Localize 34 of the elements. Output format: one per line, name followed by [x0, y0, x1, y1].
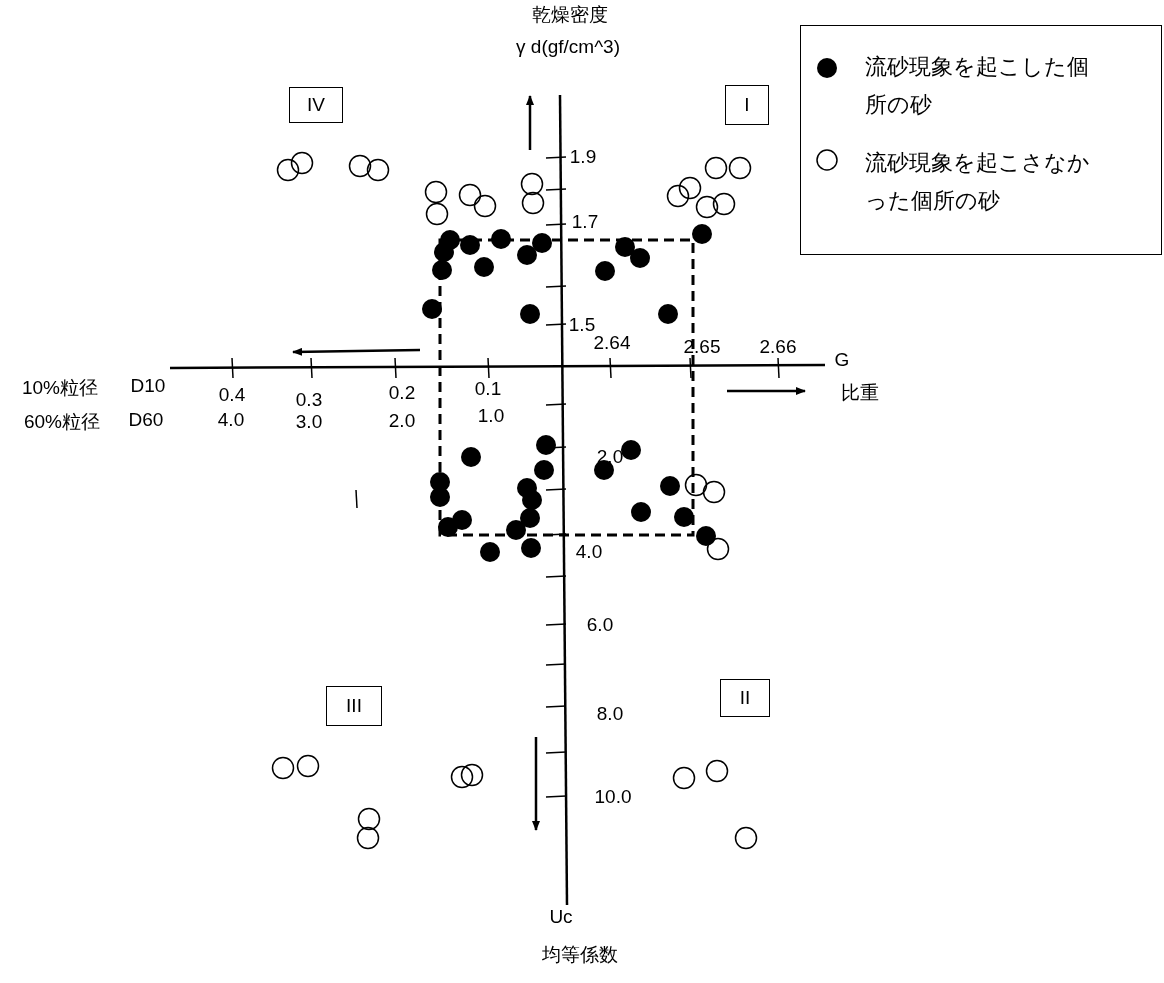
axis-label: 0.3: [295, 389, 323, 411]
axis-label: 3.0: [295, 411, 323, 433]
axis-label: G: [834, 349, 850, 371]
legend-text: 流砂現象を起こさなかった個所の砂: [865, 149, 1091, 215]
axis-label: 1.5: [568, 314, 596, 336]
axis-label: 60%粒径: [24, 410, 100, 434]
axis-label: 1.0: [477, 405, 505, 427]
axis-label: 2.65: [683, 336, 721, 358]
axis-label: 4.0: [217, 409, 245, 431]
quadrant-box: IV: [289, 87, 343, 123]
legend-text: 流砂現象を起こした個所の砂: [865, 53, 1090, 119]
axis-label: 比重: [841, 381, 879, 405]
quadrant-box: III: [326, 686, 382, 726]
axis-label: 均等係数: [542, 943, 618, 967]
axis-label: 10%粒径: [22, 376, 98, 400]
axis-label: 2.66: [759, 336, 797, 358]
axis-label: 8.0: [596, 703, 624, 725]
axis-label: D60: [128, 409, 164, 431]
axis-label: 1.9: [569, 146, 597, 168]
axis-label: 10.0: [594, 786, 632, 808]
quadrant-box: I: [725, 85, 769, 125]
axis-label: γ d(gf/cm^3): [516, 36, 620, 58]
axis-label: 2.64: [593, 332, 631, 354]
axis-label: 0.4: [218, 384, 246, 406]
axis-label: 2.0: [388, 410, 416, 432]
axis-label: 1.7: [571, 211, 599, 233]
axis-label: 0.2: [388, 382, 416, 404]
axis-label: Uc: [549, 906, 573, 928]
axis-label: 6.0: [586, 614, 614, 636]
quadrant-box: II: [720, 679, 770, 717]
axis-label: 0.1: [474, 378, 502, 400]
axis-label: 乾燥密度: [532, 3, 608, 27]
axis-label: 4.0: [575, 541, 603, 563]
axis-label: D10: [130, 375, 166, 397]
